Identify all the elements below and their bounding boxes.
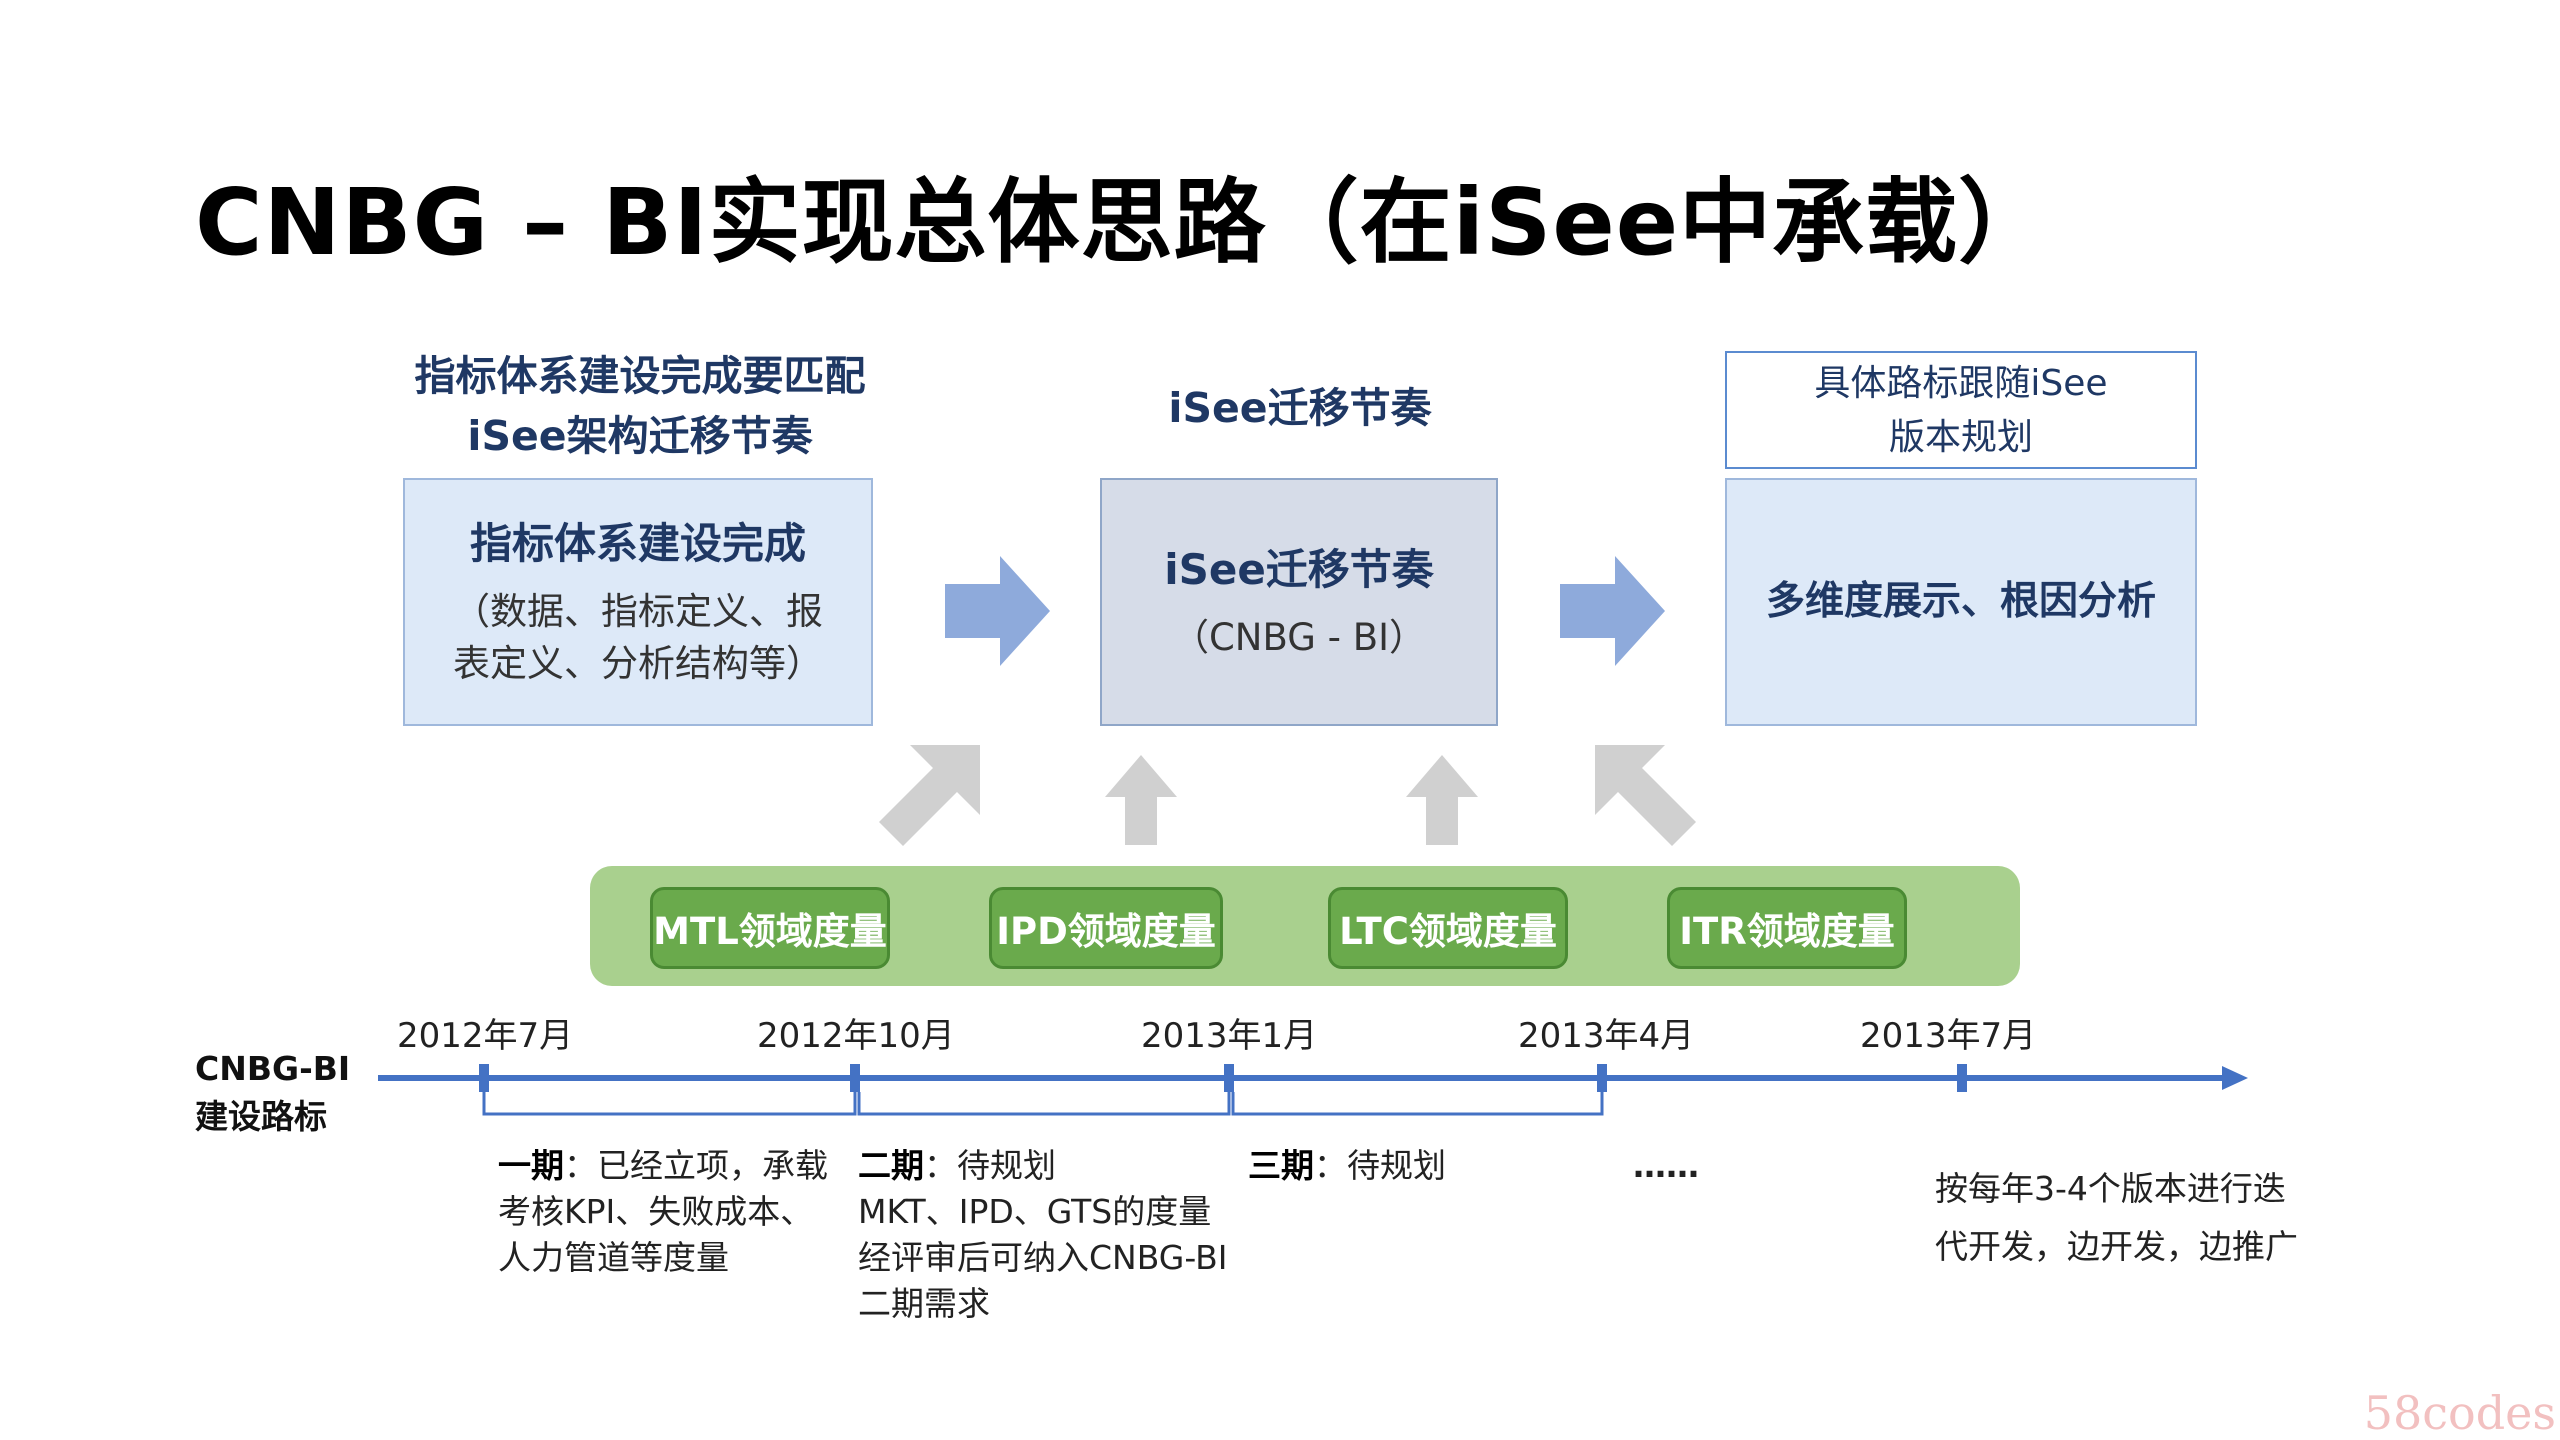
isee-migration-box: iSee迁移节奏 （CNBG - BI）	[1100, 478, 1498, 726]
phase1-description: 一期：已经立项，承载 考核KPI、失败成本、 人力管道等度量	[498, 1143, 828, 1281]
phase1-line3: 人力管道等度量	[498, 1238, 729, 1277]
analysis-box: 多维度展示、根因分析	[1725, 478, 2197, 726]
phase2-line1: ：待规划	[924, 1146, 1056, 1185]
indicator-system-sub-line1: （数据、指标定义、报	[453, 590, 823, 633]
analysis-title: 多维度展示、根因分析	[1765, 579, 2156, 624]
right-arrow-icon	[945, 556, 1050, 666]
phase3-head: 三期	[1248, 1146, 1314, 1185]
middle-header-text: iSee迁移节奏	[1168, 384, 1432, 432]
page-title: CNBG – BI实现总体思路（在iSee中承载）	[195, 169, 2052, 276]
timeline-date: 2013年4月	[1518, 1016, 1695, 1056]
indicator-system-sub-line2: 表定义、分析结构等）	[453, 642, 823, 685]
phase2-line3: 经评审后可纳入CNBG-BI	[858, 1238, 1228, 1277]
diagonal-up-right-arrow-icon	[879, 745, 980, 846]
phase1-head: 一期	[498, 1146, 564, 1185]
phase1-line1: ：已经立项，承载	[564, 1146, 828, 1185]
timeline-label: CNBG-BI 建设路标	[195, 1045, 350, 1141]
ellipsis: ……	[1633, 1146, 1699, 1185]
timeline-label-line1: CNBG-BI	[195, 1049, 351, 1088]
phase3-description: 三期：待规划	[1248, 1143, 1446, 1189]
isee-migration-title: iSee迁移节奏	[1164, 545, 1434, 594]
phase2-description: 二期：待规划 MKT、IPD、GTS的度量 经评审后可纳入CNBG-BI 二期需…	[858, 1143, 1227, 1327]
domain-pill-mtl: MTL领域度量	[650, 887, 890, 969]
indicator-system-title: 指标体系建设完成	[469, 519, 806, 568]
domain-pill-ltc: LTC领域度量	[1328, 887, 1568, 969]
iteration-note-line2: 代开发，边开发，边推广	[1935, 1227, 2298, 1266]
timeline-date: 2012年7月	[397, 1016, 574, 1056]
phase2-line2: MKT、IPD、GTS的度量	[858, 1192, 1212, 1231]
watermark: 58codes	[2363, 1386, 2556, 1440]
timeline-date: 2012年10月	[757, 1016, 955, 1056]
timeline-label-line2: 建设路标	[195, 1097, 327, 1136]
isee-migration-sub: （CNBG - BI）	[1171, 616, 1427, 659]
left-header-line1: 指标体系建设完成要匹配	[414, 352, 866, 400]
roadmap-plan-line2: 版本规划	[1888, 417, 2033, 458]
right-arrow-icon	[1560, 556, 1665, 666]
left-header-line2: iSee架构迁移节奏	[467, 412, 813, 460]
phase2-line4: 二期需求	[858, 1284, 990, 1323]
domain-pill-ipd: IPD领域度量	[989, 887, 1223, 969]
domain-pill-itr: ITR领域度量	[1667, 887, 1907, 969]
phase1-line2: 考核KPI、失败成本、	[498, 1192, 814, 1231]
iteration-note: 按每年3-4个版本进行迭 代开发，边开发，边推广	[1935, 1160, 2298, 1276]
left-header: 指标体系建设完成要匹配 iSee架构迁移节奏	[370, 346, 910, 466]
timeline-date: 2013年7月	[1860, 1016, 2037, 1056]
timeline-axis	[378, 1064, 2248, 1116]
indicator-system-box: 指标体系建设完成 （数据、指标定义、报 表定义、分析结构等）	[403, 478, 873, 726]
iteration-note-line1: 按每年3-4个版本进行迭	[1935, 1169, 2286, 1208]
roadmap-plan-line1: 具体路标跟随iSee	[1814, 363, 2108, 404]
phase3-line1: ：待规划	[1314, 1146, 1446, 1185]
diagonal-up-left-arrow-icon	[1595, 745, 1696, 846]
middle-header: iSee迁移节奏	[1100, 378, 1500, 438]
timeline-date: 2013年1月	[1141, 1016, 1318, 1056]
up-arrow-icon	[1105, 755, 1177, 845]
up-arrow-icon	[1406, 755, 1478, 845]
roadmap-plan-box: 具体路标跟随iSee 版本规划	[1725, 351, 2197, 469]
phase2-head: 二期	[858, 1146, 924, 1185]
